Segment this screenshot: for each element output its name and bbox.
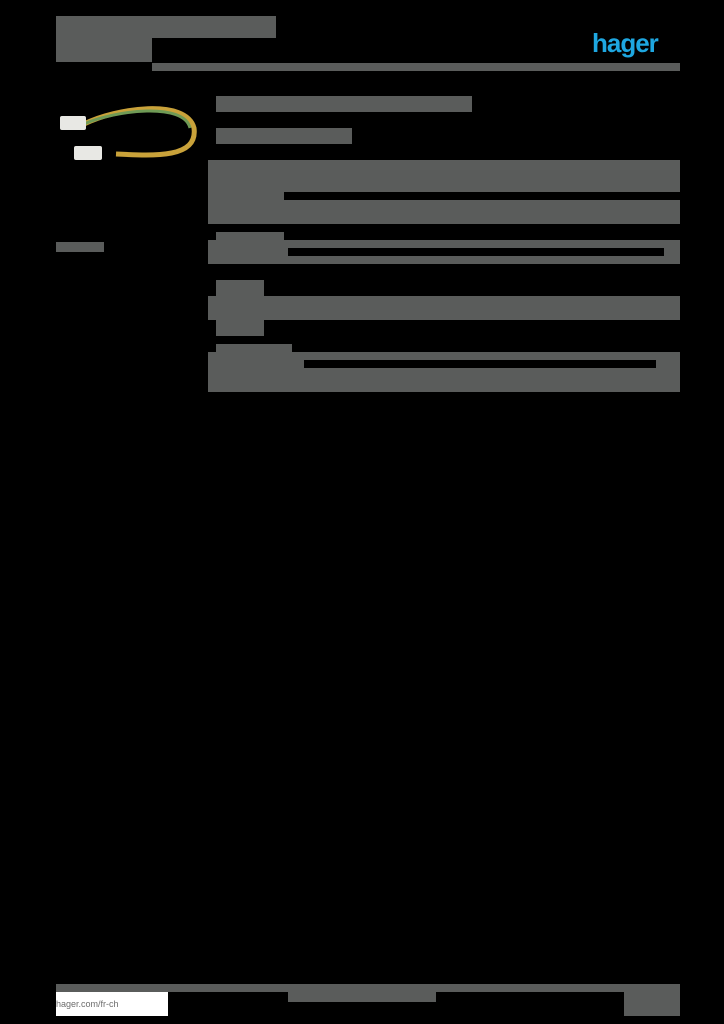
- section-4-gap: [304, 360, 656, 368]
- section-4-bar: [208, 352, 680, 392]
- header-title-line1: [56, 16, 276, 38]
- section-3-bar: [208, 296, 680, 320]
- footer-url[interactable]: hager.com/fr-ch: [56, 992, 168, 1016]
- hager-logo: hager: [592, 28, 659, 58]
- section-2-gap: [288, 248, 664, 256]
- section-1-bar-a: [208, 160, 680, 192]
- product-title: [216, 96, 472, 112]
- footer-page-number: [624, 992, 680, 1016]
- product-subtitle: [216, 128, 352, 144]
- footer-rule: [56, 984, 680, 992]
- cable-product-image: [60, 106, 197, 160]
- header-rule: [152, 63, 680, 71]
- section-1-bar-b: [208, 200, 680, 224]
- footer-center-text: [288, 992, 436, 1002]
- header-title-line2: [56, 38, 152, 62]
- sidebar-label: [56, 242, 104, 252]
